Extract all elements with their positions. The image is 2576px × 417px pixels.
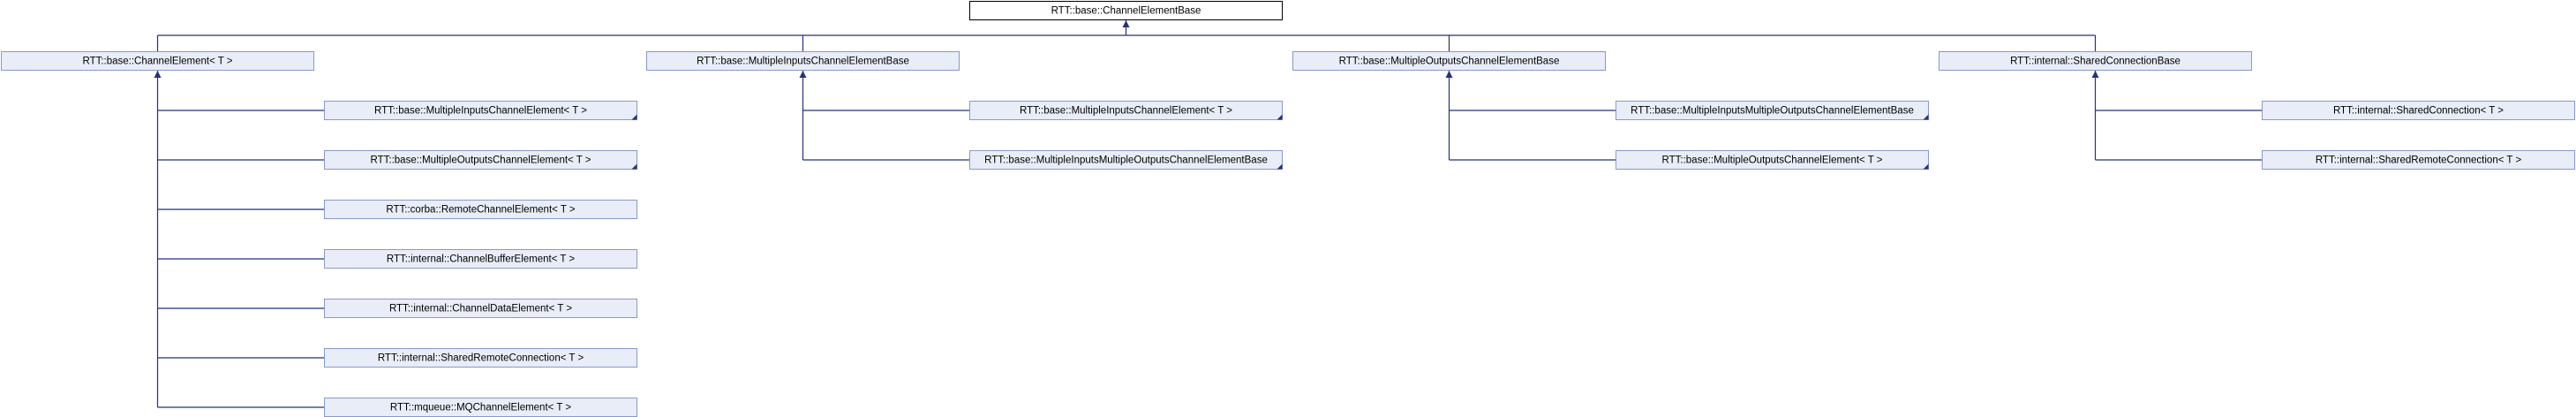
class-box-scb-shared-remote-frame: [2262, 150, 2575, 170]
class-box-ce-multi-outputs-label: RTT::base::MultipleOutputsChannelElement…: [371, 155, 591, 166]
group-3-inheritance-arrow: [2091, 71, 2099, 78]
class-box-channel-element[interactable]: RTT::base::ChannelElement< T >: [1, 51, 314, 71]
class-box-ce-shared-remote[interactable]: RTT::internal::SharedRemoteConnection< T…: [324, 348, 637, 368]
class-box-shared-connection-base[interactable]: RTT::internal::SharedConnectionBase: [1939, 51, 2252, 71]
class-box-channel-element-base-label: RTT::base::ChannelElementBase: [1051, 6, 1201, 17]
class-box-scb-shared-connection-frame: [2262, 101, 2575, 120]
class-box-scb-shared-remote[interactable]: RTT::internal::SharedRemoteConnection< T…: [2262, 150, 2575, 170]
class-box-mob-multi-inout-frame: [1616, 101, 1929, 120]
class-box-channel-element-frame: [1, 51, 314, 71]
class-box-ce-mq-label: RTT::mqueue::MQChannelElement< T >: [390, 403, 571, 413]
class-box-ce-multi-inputs-frame: [324, 101, 637, 120]
class-box-channel-element-label: RTT::base::ChannelElement< T >: [82, 57, 232, 67]
class-box-shared-connection-base-label: RTT::internal::SharedConnectionBase: [2010, 57, 2181, 67]
class-box-mob-multi-inout-template-marker: [1923, 114, 1929, 120]
class-box-scb-shared-remote-label: RTT::internal::SharedRemoteConnection< T…: [2316, 155, 2522, 166]
class-box-ce-multi-inputs[interactable]: RTT::base::MultipleInputsChannelElement<…: [324, 101, 637, 120]
class-box-mib-multi-inout-frame: [969, 150, 1283, 170]
class-box-ce-multi-inputs-label: RTT::base::MultipleInputsChannelElement<…: [374, 106, 587, 117]
class-box-mib-multi-inputs-frame: [969, 101, 1283, 120]
class-box-mob-multi-outputs[interactable]: RTT::base::MultipleOutputsChannelElement…: [1616, 150, 1929, 170]
class-box-ce-buffer-frame: [324, 249, 637, 269]
class-box-shared-connection-base-frame: [1939, 51, 2252, 71]
class-box-ce-mq[interactable]: RTT::mqueue::MQChannelElement< T >: [324, 398, 637, 417]
class-box-channel-element-base[interactable]: RTT::base::ChannelElementBase: [969, 1, 1283, 20]
class-box-ce-multi-inputs-template-marker: [631, 114, 637, 120]
class-box-mib-multi-inout-template-marker: [1277, 163, 1283, 170]
class-box-multi-outputs-base[interactable]: RTT::base::MultipleOutputsChannelElement…: [1292, 51, 1606, 71]
group-1-inheritance-arrow: [799, 71, 807, 78]
class-box-mib-multi-inout-label: RTT::base::MultipleInputsMultipleOutputs…: [984, 155, 1268, 166]
class-box-mob-multi-outputs-frame: [1616, 150, 1929, 170]
class-box-scb-shared-connection-label: RTT::internal::SharedConnection< T >: [2333, 106, 2504, 117]
class-box-mib-multi-inputs-template-marker: [1277, 114, 1283, 120]
class-box-ce-buffer[interactable]: RTT::internal::ChannelBufferElement< T >: [324, 249, 637, 269]
class-box-mob-multi-outputs-label: RTT::base::MultipleOutputsChannelElement…: [1662, 155, 1883, 166]
class-box-mib-multi-inputs-label: RTT::base::MultipleInputsChannelElement<…: [1020, 106, 1232, 117]
class-box-ce-corba-remote-label: RTT::corba::RemoteChannelElement< T >: [386, 205, 575, 216]
group-0-inheritance-arrow: [154, 71, 162, 78]
class-box-ce-multi-outputs[interactable]: RTT::base::MultipleOutputsChannelElement…: [324, 150, 637, 170]
class-box-ce-multi-outputs-template-marker: [631, 163, 637, 170]
class-box-mib-multi-inout[interactable]: RTT::base::MultipleInputsMultipleOutputs…: [969, 150, 1283, 170]
class-box-mob-multi-outputs-template-marker: [1923, 163, 1929, 170]
class-box-multi-inputs-base-label: RTT::base::MultipleInputsChannelElementB…: [697, 57, 909, 67]
class-box-ce-corba-remote[interactable]: RTT::corba::RemoteChannelElement< T >: [324, 200, 637, 219]
class-box-ce-corba-remote-frame: [324, 200, 637, 219]
group-2-inheritance-arrow: [1445, 71, 1453, 78]
class-box-multi-outputs-base-label: RTT::base::MultipleOutputsChannelElement…: [1339, 57, 1560, 67]
class-box-ce-data-label: RTT::internal::ChannelDataElement< T >: [389, 304, 572, 315]
class-box-ce-shared-remote-frame: [324, 348, 637, 368]
class-box-mob-multi-inout-label: RTT::base::MultipleInputsMultipleOutputs…: [1631, 106, 1914, 117]
class-box-ce-buffer-label: RTT::internal::ChannelBufferElement< T >: [387, 254, 576, 265]
root-inheritance-arrow: [1122, 20, 1130, 27]
class-box-ce-shared-remote-label: RTT::internal::SharedRemoteConnection< T…: [378, 353, 584, 364]
class-box-mob-multi-inout[interactable]: RTT::base::MultipleInputsMultipleOutputs…: [1616, 101, 1929, 120]
class-box-scb-shared-connection[interactable]: RTT::internal::SharedConnection< T >: [2262, 101, 2575, 120]
class-box-ce-data-frame: [324, 299, 637, 318]
class-box-ce-data[interactable]: RTT::internal::ChannelDataElement< T >: [324, 299, 637, 318]
class-box-multi-inputs-base[interactable]: RTT::base::MultipleInputsChannelElementB…: [646, 51, 960, 71]
class-box-multi-inputs-base-frame: [646, 51, 960, 71]
class-box-multi-outputs-base-frame: [1292, 51, 1606, 71]
class-box-mib-multi-inputs[interactable]: RTT::base::MultipleInputsChannelElement<…: [969, 101, 1283, 120]
class-box-channel-element-base-frame: [969, 1, 1283, 20]
class-box-ce-multi-outputs-frame: [324, 150, 637, 170]
